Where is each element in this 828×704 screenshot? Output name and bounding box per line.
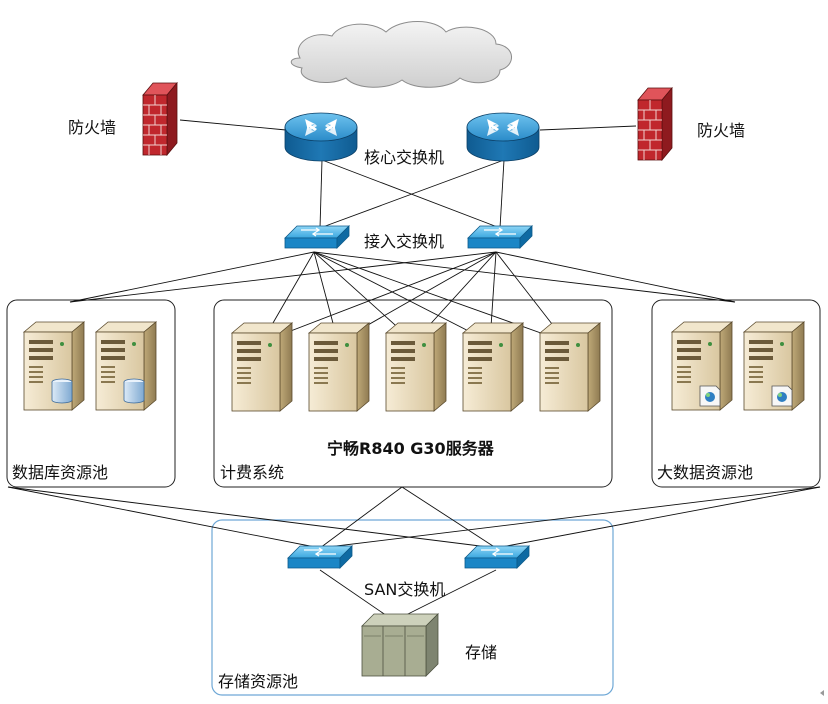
access-switch-icon bbox=[467, 225, 533, 249]
bigdata-pool-label: 大数据资源池 bbox=[657, 463, 754, 482]
core-switch-icon bbox=[284, 112, 358, 162]
database-server-icon bbox=[95, 321, 157, 411]
firewall-right-label: 防火墙 bbox=[697, 121, 746, 140]
core-switch-icon bbox=[466, 112, 540, 162]
san-switch-icon bbox=[464, 545, 530, 569]
core-switch-label: 核心交换机 bbox=[364, 148, 445, 167]
server-icon bbox=[539, 322, 601, 412]
server-icon bbox=[308, 322, 370, 412]
firewall-left-label: 防火墙 bbox=[68, 118, 117, 137]
database-pool-label: 数据库资源池 bbox=[12, 463, 109, 482]
firewall-icon bbox=[142, 82, 178, 156]
bigdata-server-icon bbox=[743, 321, 805, 411]
storage-pool-label: 存储资源池 bbox=[218, 672, 299, 691]
access-switch-label: 接入交换机 bbox=[364, 232, 445, 251]
san-switch-label: SAN交换机 bbox=[364, 580, 446, 599]
san-switch-icon bbox=[287, 545, 353, 569]
database-server-icon bbox=[23, 321, 85, 411]
server-icon bbox=[462, 322, 524, 412]
network-links bbox=[7, 119, 821, 619]
server-icon bbox=[231, 322, 293, 412]
database-pool-frame bbox=[6, 299, 176, 488]
storage-label: 存储 bbox=[465, 643, 498, 662]
server-icon bbox=[385, 322, 447, 412]
cloud-icon bbox=[290, 21, 512, 88]
access-switch-icon bbox=[284, 225, 350, 249]
storage-pool-frame bbox=[211, 519, 614, 696]
billing-system-label: 计费系统 bbox=[220, 463, 285, 482]
bigdata-server-icon bbox=[671, 321, 733, 411]
storage-array-icon bbox=[361, 613, 439, 677]
firewall-icon bbox=[637, 87, 673, 161]
billing-pool-frame bbox=[213, 299, 613, 488]
bigdata-pool-frame bbox=[651, 299, 821, 488]
server-model-label: 宁畅R840 G30服务器 bbox=[327, 439, 494, 458]
